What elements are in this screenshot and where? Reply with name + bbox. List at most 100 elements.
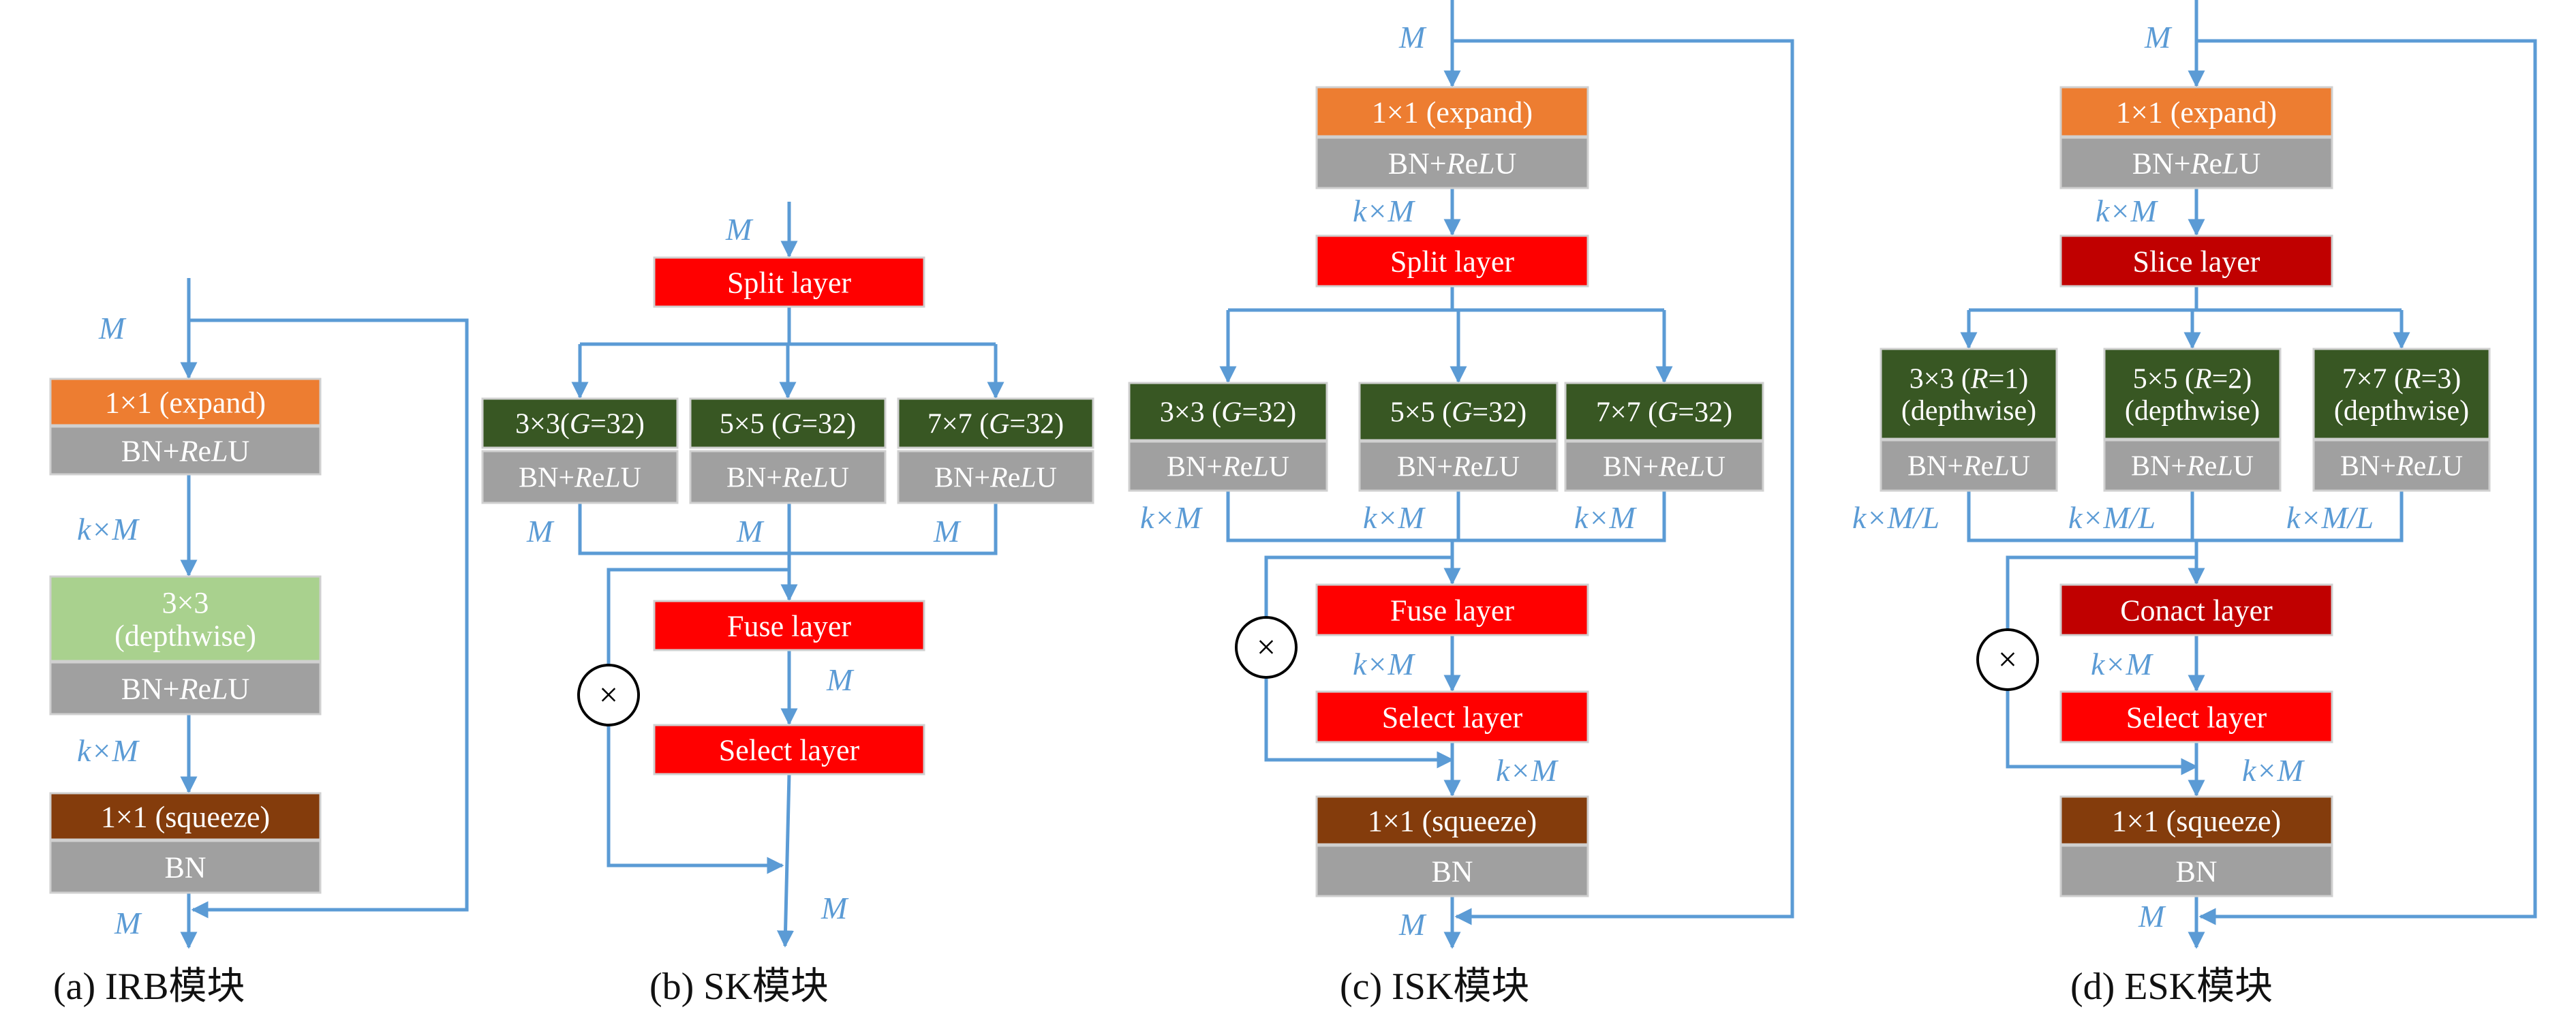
c-select-box-text: Select layer [1382, 701, 1523, 734]
d-select-box-text: Select layer [2126, 701, 2267, 734]
c-expand-box: 1×1 (expand) [1315, 86, 1589, 138]
a-in-label: M [98, 311, 127, 345]
b-branch3-bn-box-text: BN+ReLU [934, 463, 1057, 494]
b-fuse-out-label: M [826, 662, 855, 697]
b-split-box: Split layer [653, 256, 925, 308]
b-fuse-box: Fuse layer [653, 600, 925, 651]
a-bnrelu1-box-text: BN+ReLU [121, 434, 250, 467]
d-concat-box: Conact layer [2059, 583, 2333, 636]
c-in-label: M [1398, 20, 1427, 55]
d-gather [1967, 491, 2404, 542]
b-caption: (b) SK模块 [649, 966, 829, 1008]
b-multiply-circle: × [577, 664, 640, 726]
d-branch2-conv-box: 5×5 (R=2)(depthwise) [2103, 348, 2282, 440]
a-bnrelu1-box: BN+ReLU [49, 425, 322, 476]
c-bn-box: BN [1315, 844, 1589, 897]
b-out-arrow [777, 773, 795, 948]
b-branch1-out-label: M [526, 514, 555, 549]
d-expand-box-text: 1×1 (expand) [2116, 95, 2277, 129]
d-bn-box: BN [2059, 844, 2333, 897]
d-slice-box: Slice layer [2059, 234, 2333, 288]
b-branch2-bn-box: BN+ReLU [689, 450, 887, 504]
c-gather [1226, 491, 1666, 542]
d-in-label: M [2144, 20, 2173, 55]
c-branch3-out-label: k×M [1574, 500, 1637, 535]
c-multiply-circle-symbol: × [1257, 628, 1276, 666]
c-branch2-out-label: k×M [1363, 500, 1426, 535]
d-mid-label: k×M [2096, 194, 2158, 228]
c-squeeze-box-text: 1×1 (squeeze) [1368, 804, 1537, 838]
a-expand-box-text: 1×1 (expand) [105, 386, 266, 419]
b-branch3-out-label: M [933, 514, 962, 549]
d-branch1-bn-box: BN+ReLU [1880, 439, 2058, 492]
d-concat-out-label: k×M [2091, 647, 2153, 681]
c-branch1-bn-box-text: BN+ReLU [1167, 452, 1289, 483]
d-branch3-conv-box-text-1: 7×7 (R=3) [2342, 364, 2462, 395]
b-branch2-conv-box-text: 5×5 (G=32) [720, 409, 856, 440]
d-branch3-conv-box-text-2: (depthwise) [2334, 395, 2469, 427]
d-branch1-bn-box-text: BN+ReLU [1907, 451, 2030, 482]
d-branch1-conv-box: 3×3 (R=1)(depthwise) [1880, 348, 2058, 440]
c-bn-box-text: BN [1431, 855, 1473, 888]
b-select-box-text: Select layer [719, 733, 860, 767]
c-skip-line [1452, 39, 1794, 925]
d-branch3-out-label: k×M/L [2286, 500, 2374, 535]
b-split-box-text: Split layer [727, 266, 851, 299]
d-branch3-bn-box-text: BN+ReLU [2340, 451, 2463, 482]
b-branch3-bn-box: BN+ReLU [897, 450, 1094, 504]
c-branch3-bn-box-text: BN+ReLU [1603, 452, 1726, 483]
a-caption: (a) IRB模块 [53, 966, 245, 1008]
d-branch2-bn-box: BN+ReLU [2103, 439, 2282, 492]
connector-lines [180, 0, 2537, 949]
layer-boxes: 1×1 (expand)BN+ReLU3×3(depthwise)BN+ReLU… [49, 86, 2491, 897]
c-branch1-bn-box: BN+ReLU [1128, 440, 1328, 492]
b-in-label: M [725, 212, 754, 247]
c-branch3-bn-box: BN+ReLU [1564, 440, 1764, 492]
d-skip-line [2196, 39, 2537, 925]
c-mid-label: k×M [1353, 194, 1415, 228]
d-branch2-out-label: k×M/L [2068, 500, 2156, 535]
d-concat-box-text: Conact layer [2120, 594, 2273, 627]
c-out-label: M [1398, 907, 1427, 942]
a-mid-label-1: k×M [77, 512, 140, 547]
c-branch1-out-label: k×M [1140, 500, 1203, 535]
c-expand-box-text: 1×1 (expand) [1372, 95, 1533, 129]
a-bnrelu2-box: BN+ReLU [49, 661, 322, 716]
d-bnrelu-box: BN+ReLU [2059, 136, 2333, 189]
b-fuse-box-text: Fuse layer [727, 609, 851, 643]
c-branch2-conv-box: 5×5 (G=32) [1358, 382, 1559, 442]
c-branch3-conv-box: 7×7 (G=32) [1564, 382, 1764, 442]
c-branch2-bn-box: BN+ReLU [1358, 440, 1559, 492]
a-mid-label-2: k×M [77, 733, 140, 768]
d-branch1-conv-box-text-1: 3×3 (R=1) [1910, 364, 2029, 395]
a-depthwise-box-text-1: 3×3 [162, 586, 209, 619]
d-branch2-conv-box-text-2: (depthwise) [2125, 395, 2260, 427]
c-multiply-circle: × [1235, 616, 1298, 679]
d-slice-box-text: Slice layer [2133, 245, 2260, 278]
c-branch2-conv-box-text: 5×5 (G=32) [1390, 397, 1527, 429]
d-multiply-circle-symbol: × [1998, 640, 2017, 678]
d-expand-box: 1×1 (expand) [2059, 86, 2333, 138]
c-squeeze-box: 1×1 (squeeze) [1315, 795, 1589, 846]
c-bnrelu-box: BN+ReLU [1315, 136, 1589, 189]
b-branch2-bn-box-text: BN+ReLU [726, 463, 849, 494]
b-branch1-bn-box-text: BN+ReLU [519, 463, 641, 494]
b-branch3-conv-box: 7×7 (G=32) [897, 397, 1094, 449]
d-branch3-bn-box: BN+ReLU [2312, 439, 2491, 492]
d-multiply-circle: × [1976, 628, 2039, 691]
d-bn-box-text: BN [2175, 855, 2217, 888]
a-depthwise-box: 3×3(depthwise) [49, 575, 322, 662]
b-branch2-conv-box: 5×5 (G=32) [689, 397, 887, 449]
b-branch1-conv-box-text: 3×3(G=32) [515, 409, 645, 440]
c-bnrelu-box-text: BN+ReLU [1388, 147, 1517, 180]
d-caption: (d) ESK模块 [2070, 966, 2273, 1008]
a-bnrelu2-box-text: BN+ReLU [121, 672, 250, 705]
b-select-box: Select layer [653, 724, 925, 775]
a-skip-line [189, 318, 469, 919]
b-out-label: M [821, 891, 849, 925]
c-select-out-label: k×M [1496, 753, 1559, 788]
d-branch3-conv-box: 7×7 (R=3)(depthwise) [2312, 348, 2491, 440]
c-caption: (c) ISK模块 [1340, 966, 1529, 1008]
b-multiply-circle-symbol: × [599, 675, 618, 713]
